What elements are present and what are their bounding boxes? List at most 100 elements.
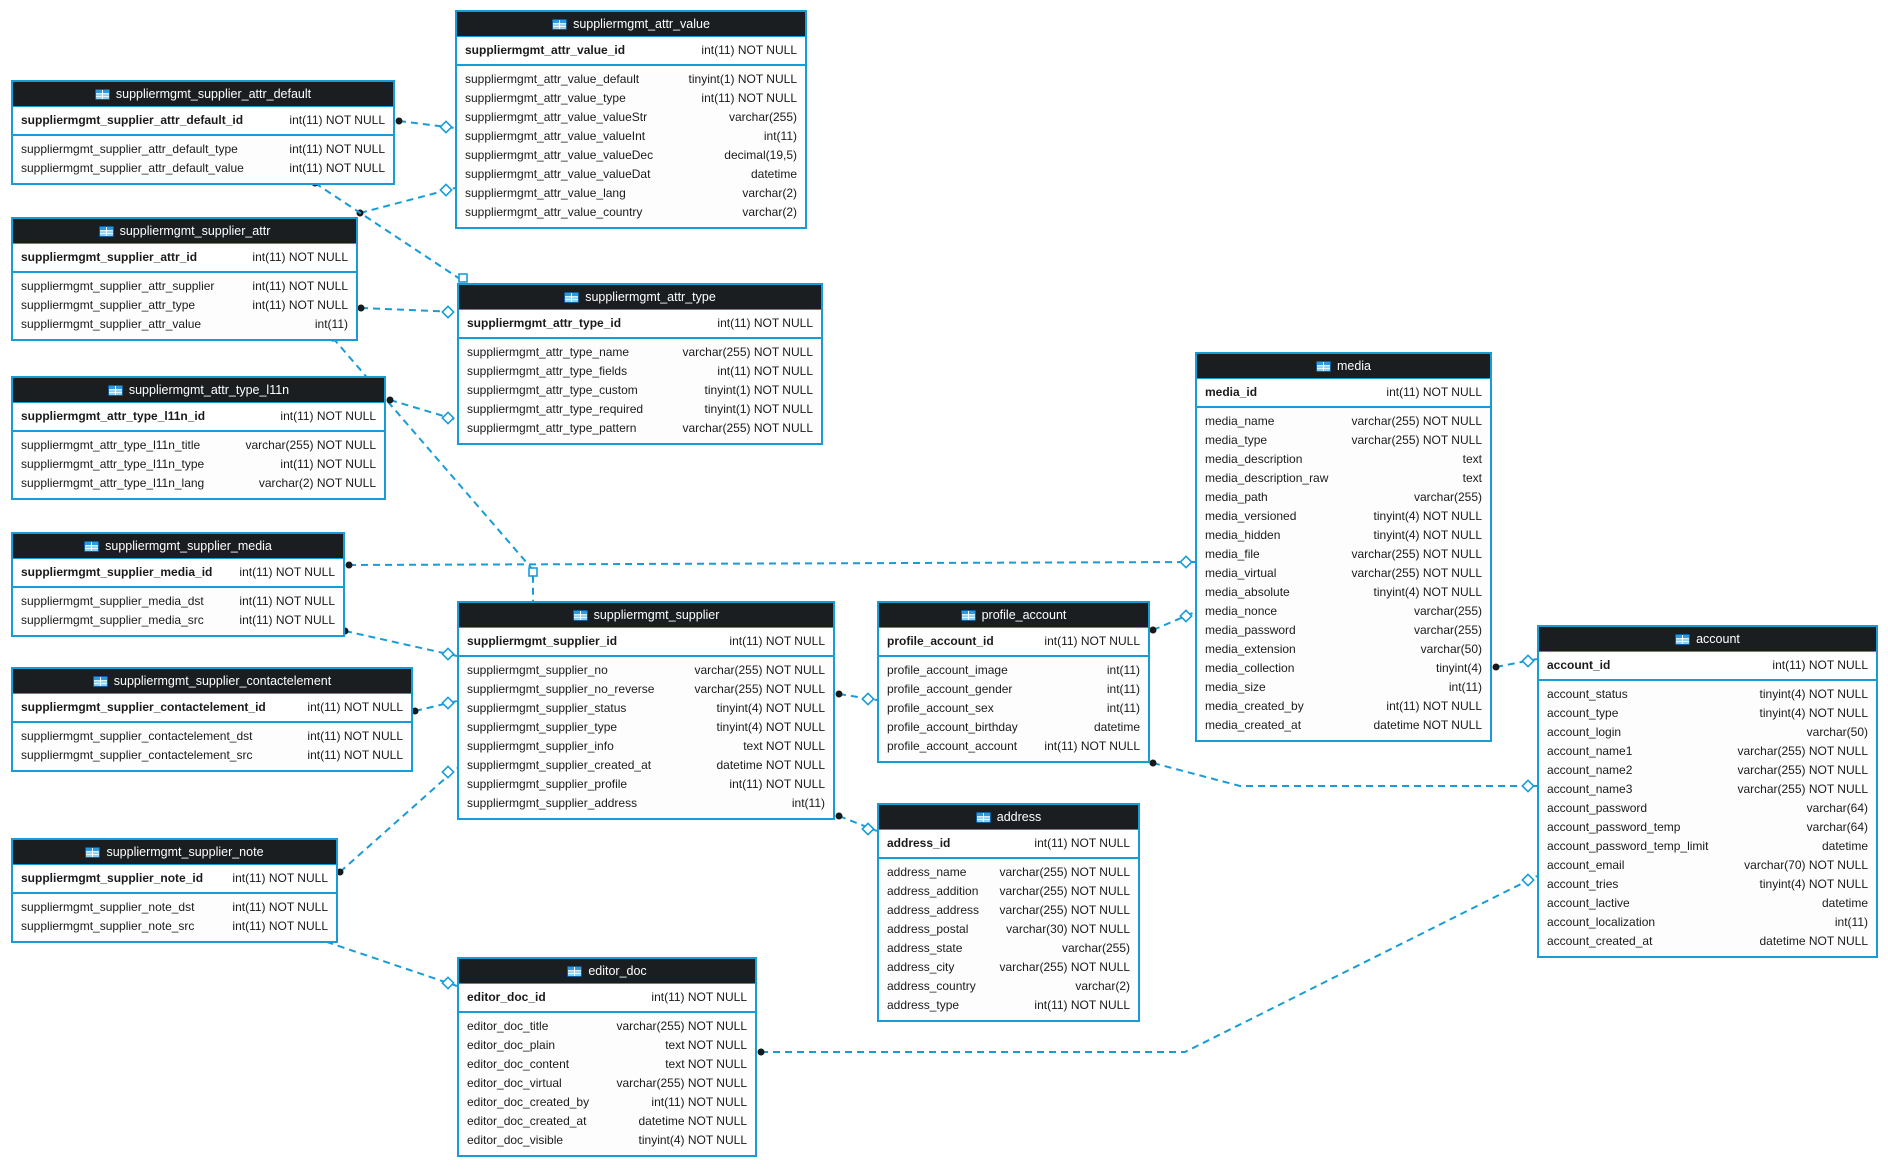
table-title-bar[interactable]: address xyxy=(879,805,1138,830)
column-name: suppliermgmt_supplier_note_src xyxy=(21,919,195,933)
column-name: account_tries xyxy=(1547,877,1619,891)
column-name: suppliermgmt_attr_value_valueInt xyxy=(465,129,646,143)
primary-key-type: int(11) NOT NULL xyxy=(1044,634,1140,648)
relationship-diamond-marker xyxy=(861,822,875,836)
entity-table-suppliermgmt_attr_type_l11n[interactable]: suppliermgmt_attr_type_l11n suppliermgmt… xyxy=(11,376,386,500)
column-name: media_size xyxy=(1205,680,1266,694)
column-name: account_localization xyxy=(1547,915,1656,929)
relationship-profile_account-to-account[interactable] xyxy=(1152,762,1537,787)
column-name: address_name xyxy=(887,865,967,879)
relationship-suppliermgmt_supplier_attr-to-suppliermgmt_attr_value[interactable] xyxy=(359,187,456,214)
table-title-bar[interactable]: suppliermgmt_attr_type xyxy=(459,285,821,310)
column-name: suppliermgmt_attr_value_lang xyxy=(465,186,626,200)
table-title-bar[interactable]: suppliermgmt_attr_type_l11n xyxy=(13,378,384,403)
column-type: varchar(255) NOT NULL xyxy=(1737,763,1869,777)
table-title-bar[interactable]: suppliermgmt_supplier_contactelement xyxy=(13,669,411,694)
relationship-suppliermgmt_supplier_media-to-media[interactable] xyxy=(348,561,1196,566)
column-type: tinyint(4) NOT NULL xyxy=(1373,509,1482,523)
column-name: suppliermgmt_supplier_note_dst xyxy=(21,900,195,914)
entity-table-suppliermgmt_supplier[interactable]: suppliermgmt_supplier suppliermgmt_suppl… xyxy=(457,601,835,820)
table-title-bar[interactable]: suppliermgmt_supplier_media xyxy=(13,534,343,559)
column-name: suppliermgmt_supplier_no xyxy=(467,663,608,677)
relationship-suppliermgmt_supplier_note-to-editor_doc[interactable] xyxy=(314,937,458,987)
column-type: varchar(255) NOT NULL xyxy=(1351,547,1483,561)
column-type: int(11) xyxy=(1448,680,1482,694)
entity-table-suppliermgmt_supplier_media[interactable]: suppliermgmt_supplier_media suppliermgmt… xyxy=(11,532,345,637)
table-title-bar[interactable]: suppliermgmt_supplier_attr xyxy=(13,219,356,244)
table-title-bar[interactable]: profile_account xyxy=(879,603,1148,628)
table-title-bar[interactable]: account xyxy=(1539,627,1876,652)
column-type: datetime xyxy=(750,167,797,181)
entity-table-suppliermgmt_attr_type[interactable]: suppliermgmt_attr_type suppliermgmt_attr… xyxy=(457,283,823,445)
primary-key-row: address_id int(11) NOT NULL xyxy=(879,830,1138,859)
relationship-origin-dot xyxy=(345,561,353,569)
entity-table-address[interactable]: address address_id int(11) NOT NULL addr… xyxy=(877,803,1140,1022)
entity-table-suppliermgmt_supplier_contactelement[interactable]: suppliermgmt_supplier_contactelement sup… xyxy=(11,667,413,772)
column-type: varchar(255) NOT NULL xyxy=(1351,566,1483,580)
primary-key-type: int(11) NOT NULL xyxy=(717,316,813,330)
primary-key-name: suppliermgmt_attr_type_id xyxy=(467,316,622,330)
column-name: media_extension xyxy=(1205,642,1296,656)
relationship-suppliermgmt_supplier_media-to-suppliermgmt_supplier[interactable] xyxy=(344,630,458,657)
relationship-suppliermgmt_supplier-to-address[interactable] xyxy=(838,815,878,832)
entity-table-suppliermgmt_supplier_note[interactable]: suppliermgmt_supplier_note suppliermgmt_… xyxy=(11,838,338,943)
primary-key-type: int(11) NOT NULL xyxy=(232,871,328,885)
column-type: int(11) NOT NULL xyxy=(232,919,328,933)
relationship-diamond-marker xyxy=(439,183,453,197)
primary-key-row: suppliermgmt_supplier_attr_id int(11) NO… xyxy=(13,244,356,273)
column-name: suppliermgmt_attr_type_required xyxy=(467,402,644,416)
column-name: account_name1 xyxy=(1547,744,1633,758)
entity-table-profile_account[interactable]: profile_account profile_account_id int(1… xyxy=(877,601,1150,763)
table-title-bar[interactable]: suppliermgmt_supplier xyxy=(459,603,833,628)
relationship-suppliermgmt_supplier_attr-to-suppliermgmt_attr_type[interactable] xyxy=(360,307,458,313)
relationship-media-to-account[interactable] xyxy=(1495,658,1538,668)
column-name: suppliermgmt_supplier_attr_value xyxy=(21,317,202,331)
entity-table-media[interactable]: media media_id int(11) NOT NULL media_na… xyxy=(1195,352,1492,742)
relationship-origin-dot xyxy=(395,117,403,125)
table-icon xyxy=(564,291,580,303)
column-name: address_state xyxy=(887,941,963,955)
column-name: media_absolute xyxy=(1205,585,1290,599)
primary-key-row: suppliermgmt_supplier_media_id int(11) N… xyxy=(13,559,343,588)
table-title-bar[interactable]: suppliermgmt_supplier_note xyxy=(13,840,336,865)
relationship-suppliermgmt_supplier-to-profile_account[interactable] xyxy=(838,693,878,701)
column-name: suppliermgmt_supplier_type xyxy=(467,720,618,734)
column-name: editor_doc_created_by xyxy=(467,1095,590,1109)
column-type: text xyxy=(1462,452,1482,466)
entity-table-suppliermgmt_supplier_attr_default[interactable]: suppliermgmt_supplier_attr_default suppl… xyxy=(11,80,395,185)
entity-table-suppliermgmt_attr_value[interactable]: suppliermgmt_attr_value suppliermgmt_att… xyxy=(455,10,807,229)
relationship-editor_doc-to-account[interactable] xyxy=(761,875,1538,1053)
column-name: profile_account_account xyxy=(887,739,1018,753)
primary-key-row: account_id int(11) NOT NULL xyxy=(1539,652,1876,681)
column-type: varchar(255) NOT NULL xyxy=(1351,433,1483,447)
relationship-suppliermgmt_supplier_attr_default-to-suppliermgmt_attr_type[interactable] xyxy=(314,182,464,282)
relationship-suppliermgmt_supplier_attr_default-to-suppliermgmt_attr_value[interactable] xyxy=(398,120,456,129)
column-name: suppliermgmt_attr_type_pattern xyxy=(467,421,637,435)
entity-table-editor_doc[interactable]: editor_doc editor_doc_id int(11) NOT NUL… xyxy=(457,957,757,1157)
column-name: account_status xyxy=(1547,687,1628,701)
relationship-suppliermgmt_supplier_note-to-suppliermgmt_supplier[interactable] xyxy=(339,767,458,873)
table-title-bar[interactable]: editor_doc xyxy=(459,959,755,984)
entity-table-account[interactable]: account account_id int(11) NOT NULL acco… xyxy=(1537,625,1878,958)
table-title-bar[interactable]: suppliermgmt_attr_value xyxy=(457,12,805,37)
column-name: profile_account_sex xyxy=(887,701,994,715)
column-type: datetime xyxy=(1093,720,1140,734)
column-name: media_description xyxy=(1205,452,1303,466)
primary-key-name: suppliermgmt_supplier_contactelement_id xyxy=(21,700,266,714)
column-name: suppliermgmt_supplier_attr_default_value xyxy=(21,161,244,175)
entity-table-suppliermgmt_supplier_attr[interactable]: suppliermgmt_supplier_attr suppliermgmt_… xyxy=(11,217,358,341)
table-title-bar[interactable]: suppliermgmt_supplier_attr_default xyxy=(13,82,393,107)
primary-key-type: int(11) NOT NULL xyxy=(1034,836,1130,850)
table-title-bar[interactable]: media xyxy=(1197,354,1490,379)
table-name: suppliermgmt_attr_type_l11n xyxy=(128,383,290,397)
primary-key-type: int(11) NOT NULL xyxy=(701,43,797,57)
column-type: decimal(19,5) xyxy=(724,148,797,162)
